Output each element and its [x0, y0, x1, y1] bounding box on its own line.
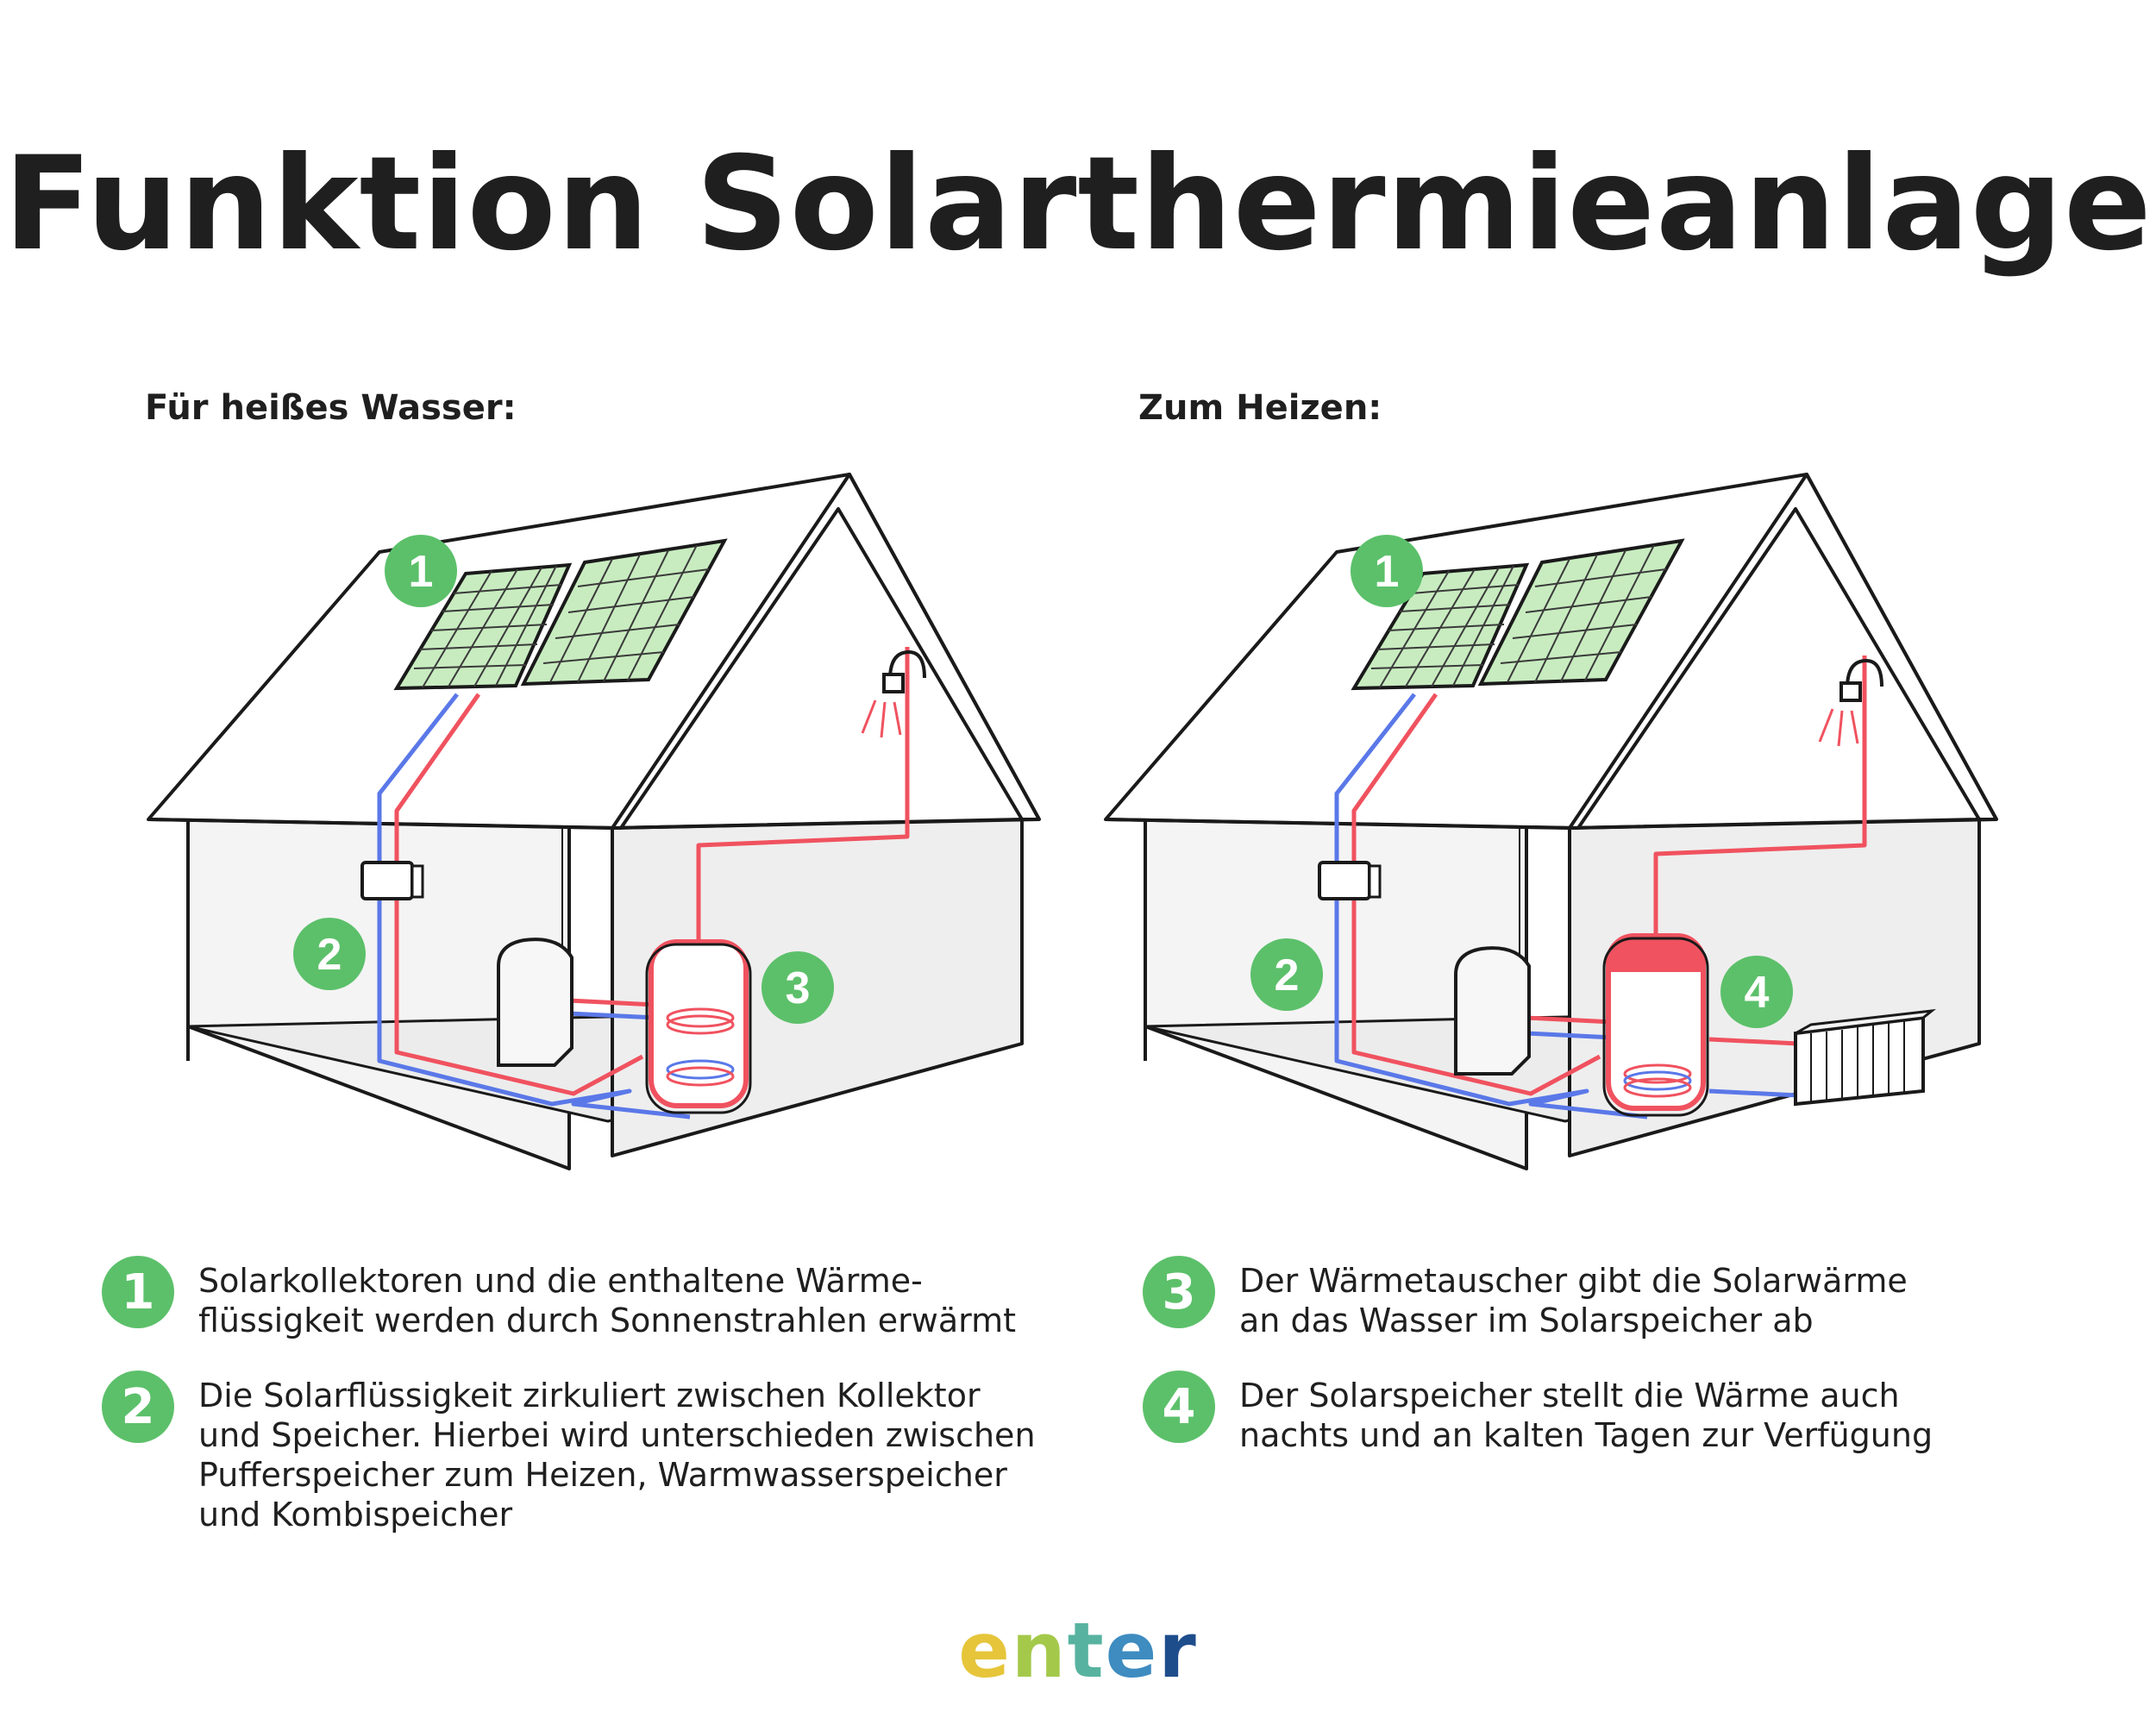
boiler-unit: [497, 938, 573, 1067]
solar-panel-group: [393, 538, 728, 691]
legend-text: Solarkollektoren und die enthaltene Wärm…: [198, 1262, 1017, 1339]
legend-number-badge: 3: [1143, 1256, 1215, 1328]
svg-text:3: 3: [786, 963, 811, 1013]
svg-text:1: 1: [409, 547, 434, 597]
legend-item-2: 2 Die Solarflüssigkeit zirkuliert zwisch…: [102, 1371, 1119, 1534]
step-marker-1: 1: [1351, 535, 1423, 607]
legend-item-3: 3 Der Wärmetauscher gibt die Solarwärme …: [1143, 1256, 2091, 1340]
step-marker-2: 2: [293, 918, 366, 990]
legend-item-1: 1 Solarkollektoren und die enthaltene Wä…: [102, 1256, 1094, 1340]
storage-tank: [1602, 933, 1709, 1117]
controller-box: [360, 861, 414, 900]
radiator-icon: [1794, 1008, 1937, 1107]
step-marker-2: 2: [1250, 938, 1323, 1011]
legend-number-badge: 1: [102, 1256, 174, 1328]
svg-text:2: 2: [317, 930, 342, 980]
legend-text: Der Solarspeicher stellt die Wärme auch …: [1239, 1377, 1934, 1454]
brand-logo: enter: [0, 1606, 2156, 1695]
section-label-hot-water: Für heißes Wasser:: [145, 388, 517, 428]
logo-letter: n: [1011, 1606, 1068, 1695]
step-marker-3: 3: [761, 951, 834, 1024]
svg-text:2: 2: [1275, 950, 1300, 1000]
logo-letter: e: [1105, 1606, 1159, 1695]
solar-panel-group: [1351, 538, 1685, 691]
boiler-unit: [1454, 946, 1531, 1076]
legend-text: Der Wärmetauscher gibt die Solarwärme an…: [1239, 1262, 1908, 1339]
solar-panel: [520, 538, 728, 687]
section-label-heating: Zum Heizen:: [1138, 388, 1382, 428]
logo-letter: t: [1067, 1606, 1106, 1695]
logo-letter: r: [1158, 1606, 1198, 1695]
step-marker-1: 1: [385, 535, 457, 607]
step-marker-4: 4: [1720, 956, 1793, 1028]
legend-text: Die Solarflüssigkeit zirkuliert zwischen…: [198, 1377, 1036, 1534]
controller-box: [1318, 861, 1371, 900]
shower-head-icon: [1818, 658, 1883, 747]
legend-number-badge: 4: [1143, 1371, 1215, 1443]
house-diagram-hot-water: 1 2 3: [147, 473, 1041, 1170]
shower-head-icon: [861, 649, 926, 738]
svg-text:1: 1: [1375, 547, 1400, 597]
logo-letter: e: [958, 1606, 1012, 1695]
house-diagram-heating: 1 2 4: [1104, 473, 1998, 1170]
storage-tank: [645, 939, 752, 1114]
legend-number-badge: 2: [102, 1371, 174, 1443]
solar-panel: [1477, 538, 1685, 687]
svg-text:4: 4: [1745, 968, 1770, 1018]
page-title: Funktion Solarthermieanlage: [3, 129, 2153, 279]
legend-item-4: 4 Der Solarspeicher stellt die Wärme auc…: [1143, 1371, 2091, 1455]
